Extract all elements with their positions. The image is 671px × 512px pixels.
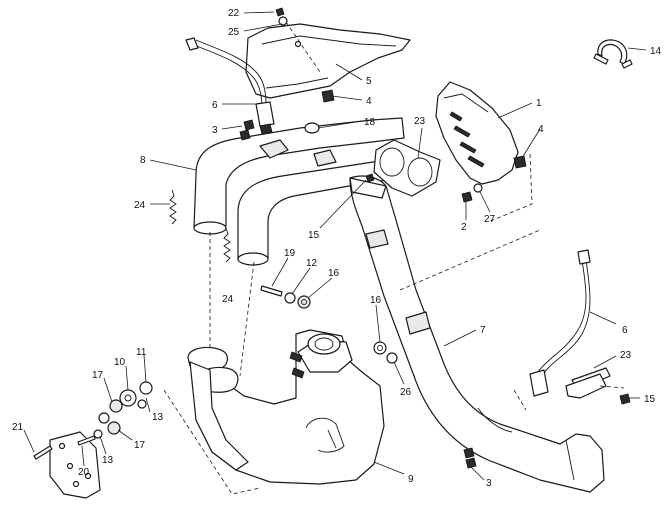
silencer-heat-shield-plate (435, 81, 519, 185)
callout-leaders (23, 11, 647, 481)
callout-13: 13 (152, 412, 164, 423)
callout-5: 5 (366, 76, 372, 87)
callout-12: 12 (306, 258, 318, 269)
callout-1: 1 (536, 98, 542, 109)
callout-22: 22 (228, 8, 240, 19)
callout-24: 24 (222, 294, 234, 305)
callout-labels: 22 25 5 4 6 3 18 8 24 23 1 4 2 27 14 15 … (12, 8, 662, 489)
silencer-mounting-bracket (49, 431, 101, 499)
callout-16: 16 (370, 295, 382, 306)
callout-6: 6 (212, 100, 218, 111)
callout-20: 20 (78, 467, 90, 478)
callout-3: 3 (212, 125, 218, 136)
callout-6: 6 (622, 325, 628, 336)
callout-21: 21 (12, 422, 24, 433)
callout-14: 14 (650, 46, 662, 57)
mid-exhaust-pipe (349, 175, 611, 493)
callout-4: 4 (538, 124, 544, 135)
callout-10: 10 (114, 357, 126, 368)
callout-11: 11 (136, 347, 147, 358)
callout-27: 27 (484, 214, 496, 225)
callout-17: 17 (92, 370, 104, 381)
assembly-guide-lines (163, 21, 625, 495)
hardware-items (33, 7, 631, 469)
callout-23: 23 (620, 350, 632, 361)
callout-26: 26 (400, 387, 412, 398)
silencer (187, 329, 385, 485)
callout-19: 19 (284, 248, 296, 259)
callout-15: 15 (308, 230, 320, 241)
callout-3: 3 (486, 478, 492, 489)
callout-18: 18 (364, 117, 376, 128)
callout-4: 4 (366, 96, 372, 107)
callout-7: 7 (480, 325, 486, 336)
callout-24: 24 (134, 200, 146, 211)
callout-8: 8 (140, 155, 146, 166)
callout-25: 25 (228, 27, 240, 38)
callout-23: 23 (414, 116, 426, 127)
exhaust-gasket-upper (373, 139, 441, 197)
callout-2: 2 (461, 222, 467, 233)
callout-15: 15 (644, 394, 656, 405)
callout-17: 17 (134, 440, 146, 451)
callout-13: 13 (102, 455, 114, 466)
callout-16: 16 (328, 268, 340, 279)
callout-9: 9 (408, 474, 414, 485)
heat-shield (245, 23, 411, 99)
clamp (593, 39, 633, 69)
